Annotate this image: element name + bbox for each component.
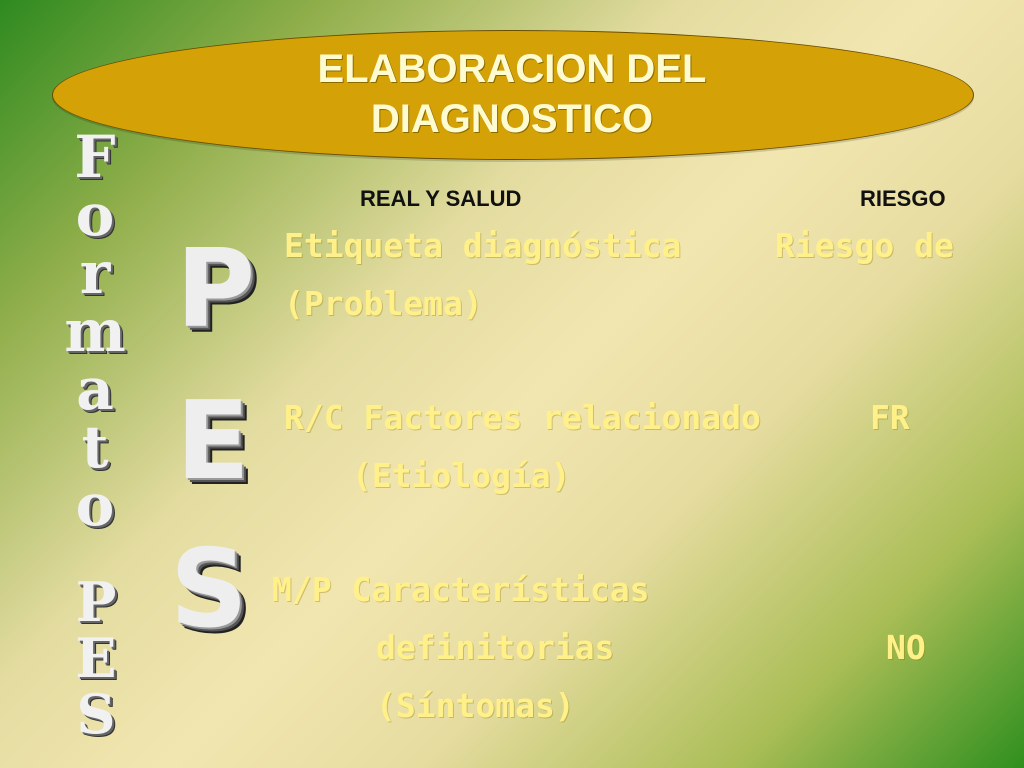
e-label-etiologia: (Etiología) bbox=[352, 456, 571, 495]
vertical-pes: P E S bbox=[46, 574, 146, 742]
big-letter-p: P bbox=[176, 227, 256, 352]
vertical-letter: t bbox=[81, 413, 109, 481]
vertical-formato: F o r m a t o bbox=[40, 128, 150, 534]
vertical-letter: o bbox=[75, 181, 115, 249]
title-line-2: DIAGNOSTICO bbox=[370, 97, 654, 141]
header-riesgo: RIESGO bbox=[860, 186, 946, 211]
slide-title: ELABORACION DEL DIAGNOSTICO bbox=[52, 44, 972, 144]
s-label-definitorias: definitorias bbox=[376, 628, 615, 667]
s-risk-label: NO bbox=[886, 628, 926, 667]
e-label-factores: R/C Factores relacionado bbox=[284, 398, 761, 437]
s-label-caracteristicas: M/P Características bbox=[272, 570, 650, 609]
p-label-etiqueta: Etiqueta diagnóstica bbox=[284, 226, 682, 265]
big-letter-s: S bbox=[170, 527, 248, 652]
big-letter-e: E bbox=[176, 379, 250, 504]
title-oval bbox=[52, 30, 974, 160]
vertical-letter: a bbox=[76, 355, 114, 423]
vertical-letter: P bbox=[75, 570, 117, 634]
p-risk-label: Riesgo de bbox=[775, 226, 954, 265]
vertical-letter: F bbox=[74, 123, 116, 191]
vertical-letter: r bbox=[79, 239, 111, 307]
vertical-letter: E bbox=[75, 626, 117, 690]
vertical-letter: S bbox=[76, 682, 116, 746]
s-label-sintomas: (Síntomas) bbox=[376, 686, 575, 725]
p-label-problema: (Problema) bbox=[284, 284, 483, 323]
title-line-1: ELABORACION DEL bbox=[317, 47, 707, 91]
vertical-letter: o bbox=[75, 471, 115, 539]
e-risk-label: FR bbox=[870, 398, 910, 437]
vertical-letter: m bbox=[64, 297, 126, 365]
header-real-y-salud: REAL Y SALUD bbox=[360, 186, 522, 211]
